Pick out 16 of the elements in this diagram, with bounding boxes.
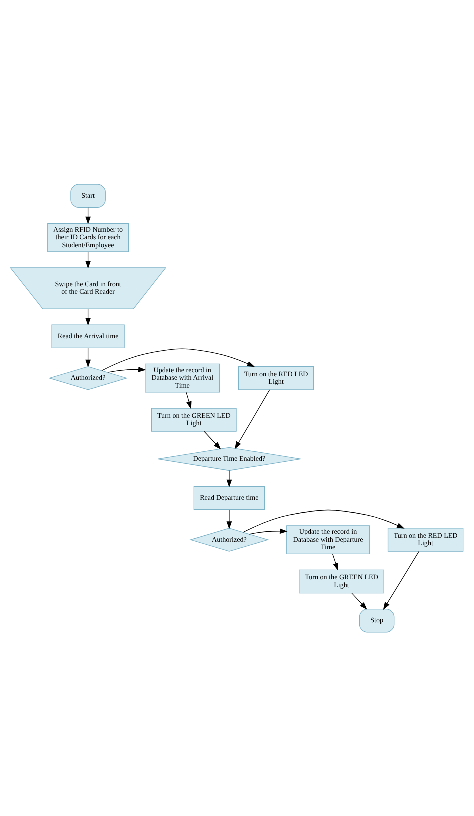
arrow: [249, 528, 288, 534]
arrow: [86, 348, 91, 368]
arrow: [332, 554, 339, 571]
arrow: [234, 389, 270, 449]
arrow: [86, 206, 91, 224]
arrow: [86, 308, 91, 326]
arrow: [86, 251, 91, 268]
arrow: [102, 348, 256, 371]
arrow: [226, 509, 232, 529]
arrow: [226, 470, 232, 488]
arrow: [243, 509, 405, 532]
arrow: [352, 592, 368, 610]
arrow: [204, 430, 222, 450]
arrow: [383, 550, 420, 610]
arrow: [108, 366, 146, 372]
arrow: [186, 392, 192, 409]
